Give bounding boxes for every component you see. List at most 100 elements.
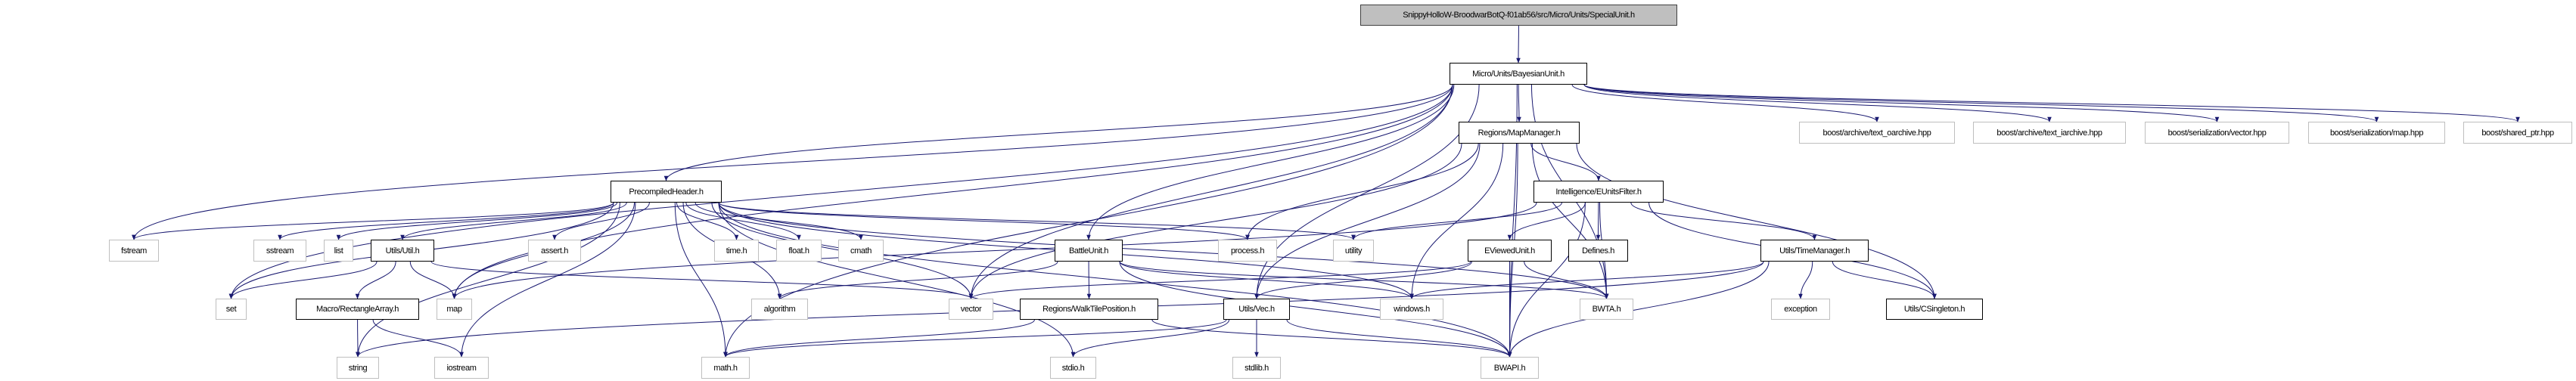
- edge-vec-to-stdio: [1070, 319, 1230, 358]
- node-label: iostream: [446, 363, 477, 373]
- node-math: math.h: [701, 357, 750, 379]
- node-defines[interactable]: Defines.h: [1568, 240, 1628, 262]
- edge-bayes-to-iarch: [1583, 84, 2052, 122]
- node-label: Intelligence/EUnitsFilter.h: [1555, 187, 1642, 197]
- node-svec: boost/serialization/vector.hpp: [2145, 122, 2289, 144]
- node-label: utility: [1344, 246, 1363, 256]
- node-vector: vector: [949, 299, 993, 320]
- edge-bayes-to-pch: [663, 84, 1453, 181]
- node-root: SnippyHolloW-BroodwarBotQ-f01ab56/src/Mi…: [1360, 5, 1677, 26]
- node-label: Regions/MapManager.h: [1478, 128, 1561, 138]
- edge-mapmgr-to-csingleton: [1576, 143, 1937, 299]
- edge-pch-to-bwapi: [718, 202, 1512, 358]
- edge-pch-to-iostream: [459, 202, 636, 358]
- edge-mapmgr-to-vec: [1254, 143, 1481, 299]
- node-battle[interactable]: BattleUnit.h: [1055, 240, 1123, 262]
- node-iarch: boost/archive/text_iarchive.hpp: [1973, 122, 2126, 144]
- node-label: boost/archive/text_iarchive.hpp: [1996, 128, 2102, 138]
- node-fstream: fstream: [109, 240, 159, 262]
- edge-pch-to-fstream: [132, 202, 614, 240]
- node-walk[interactable]: Regions/WalkTilePosition.h: [1020, 299, 1158, 320]
- node-bwta: BWTA.h: [1580, 299, 1633, 320]
- edge-bayes-to-vector: [968, 84, 1453, 299]
- edge-bayes-to-battle: [1086, 84, 1455, 240]
- node-label: boost/archive/text_oarchive.hpp: [1822, 128, 1931, 138]
- node-label: algorithm: [763, 305, 796, 314]
- node-label: vector: [960, 305, 982, 314]
- node-stdlib: stdlib.h: [1232, 357, 1281, 379]
- edge-pch-to-utility: [718, 202, 1356, 240]
- edge-euf-to-eviewed: [1507, 202, 1586, 240]
- edge-bayes-to-svec: [1583, 84, 2220, 122]
- edge-vec-to-math: [723, 319, 1227, 358]
- edge-euf-to-utility: [1351, 202, 1562, 240]
- node-string: string: [337, 357, 379, 379]
- node-rect[interactable]: Macro/RectangleArray.h: [296, 299, 419, 320]
- edge-timemgr-to-csingleton: [1832, 261, 1937, 299]
- node-label: Regions/WalkTilePosition.h: [1043, 305, 1136, 314]
- node-label: math.h: [713, 363, 738, 373]
- edge-eviewed-to-vec: [1254, 261, 1472, 299]
- edge-battle-to-algorithm: [777, 261, 1058, 299]
- edge-pch-to-process: [718, 202, 1250, 240]
- node-label: PrecompiledHeader.h: [629, 187, 704, 197]
- node-label: process.h: [1230, 246, 1265, 256]
- node-pch[interactable]: PrecompiledHeader.h: [611, 181, 722, 203]
- node-label: stdlib.h: [1244, 363, 1269, 373]
- node-label: stdio.h: [1061, 363, 1085, 373]
- edge-mapmgr-to-euf: [1530, 143, 1601, 181]
- node-label: windows.h: [1394, 305, 1430, 314]
- node-vec[interactable]: Utils/Vec.h: [1223, 299, 1290, 320]
- node-mapmgr[interactable]: Regions/MapManager.h: [1459, 122, 1580, 144]
- edge-pch-to-float: [685, 202, 801, 240]
- node-bayes[interactable]: Micro/Units/BayesianUnit.h: [1450, 63, 1587, 85]
- node-bwapi: BWAPI.h: [1481, 357, 1539, 379]
- node-oarch: boost/archive/text_oarchive.hpp: [1799, 122, 1955, 144]
- edge-bayes-to-smap: [1583, 84, 2379, 122]
- node-label: boost/serialization/vector.hpp: [2167, 128, 2267, 138]
- edge-rect-to-iostream: [372, 319, 464, 358]
- edge-bayes-to-fstream: [132, 84, 1453, 240]
- edge-bayes-to-oarch: [1571, 84, 1879, 122]
- edge-pch-to-string: [356, 202, 620, 358]
- edge-euf-to-bwapi: [1507, 202, 1586, 358]
- edge-euf-to-timemgr: [1630, 202, 1817, 240]
- edge-vec-to-bwapi: [1286, 319, 1512, 358]
- edge-bayes-to-mapmgr: [1517, 84, 1521, 122]
- node-util[interactable]: Utils/Util.h: [371, 240, 434, 262]
- node-label: Utils/Util.h: [385, 246, 420, 256]
- node-label: BattleUnit.h: [1068, 246, 1109, 256]
- edge-pch-to-sstream: [278, 202, 614, 240]
- node-label: BWAPI.h: [1493, 363, 1526, 373]
- node-label: cmath: [850, 246, 872, 256]
- edge-bayes-to-set: [228, 84, 1453, 299]
- node-euf[interactable]: Intelligence/EUnitsFilter.h: [1533, 181, 1664, 203]
- node-label: Macro/RectangleArray.h: [316, 305, 399, 314]
- node-cmath: cmath: [838, 240, 884, 262]
- node-sptr: boost/shared_ptr.hpp: [2463, 122, 2572, 144]
- node-label: BWTA.h: [1592, 305, 1621, 314]
- node-eviewed[interactable]: EViewedUnit.h: [1468, 240, 1552, 262]
- node-process: process.h: [1218, 240, 1277, 262]
- edge-eviewed-to-bwta: [1524, 261, 1609, 299]
- node-csingleton[interactable]: Utils/CSingleton.h: [1886, 299, 1983, 320]
- edge-mapmgr-to-bwta: [1531, 143, 1609, 299]
- node-label: boost/serialization/map.hpp: [2329, 128, 2424, 138]
- node-list: list: [324, 240, 353, 262]
- node-label: float.h: [788, 246, 809, 256]
- edge-pch-to-list: [336, 202, 618, 240]
- edge-timemgr-to-exception: [1798, 261, 1813, 299]
- node-label: EViewedUnit.h: [1484, 246, 1535, 256]
- node-float: float.h: [776, 240, 822, 262]
- node-timemgr[interactable]: Utils/TimeManager.h: [1760, 240, 1869, 262]
- node-label: string: [348, 363, 368, 373]
- node-time: time.h: [714, 240, 759, 262]
- edge-euf-to-map: [452, 202, 1537, 299]
- edge-battle-to-bwapi: [1119, 261, 1512, 358]
- node-label: fstream: [121, 246, 147, 256]
- node-utility: utility: [1333, 240, 1374, 262]
- edge-timemgr-to-bwapi: [1507, 261, 1770, 358]
- node-label: Utils/CSingleton.h: [1903, 305, 1965, 314]
